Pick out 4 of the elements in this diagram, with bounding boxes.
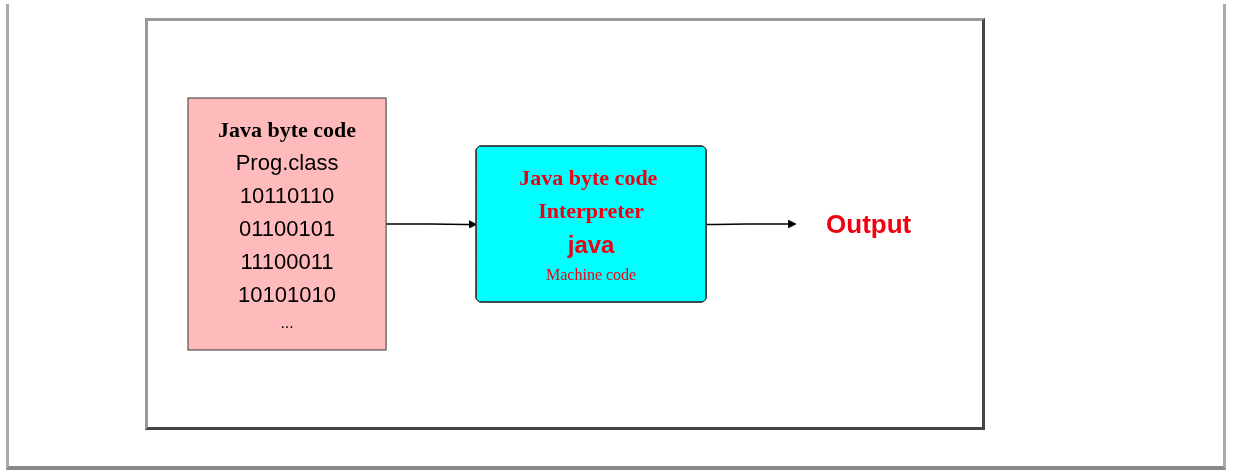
node-text: Output <box>826 208 912 239</box>
arrow <box>706 219 797 229</box>
arrow <box>385 220 478 229</box>
node-box: Java byte code Prog.class 10110110 01100101 11100011 10101010 ... <box>187 97 387 351</box>
